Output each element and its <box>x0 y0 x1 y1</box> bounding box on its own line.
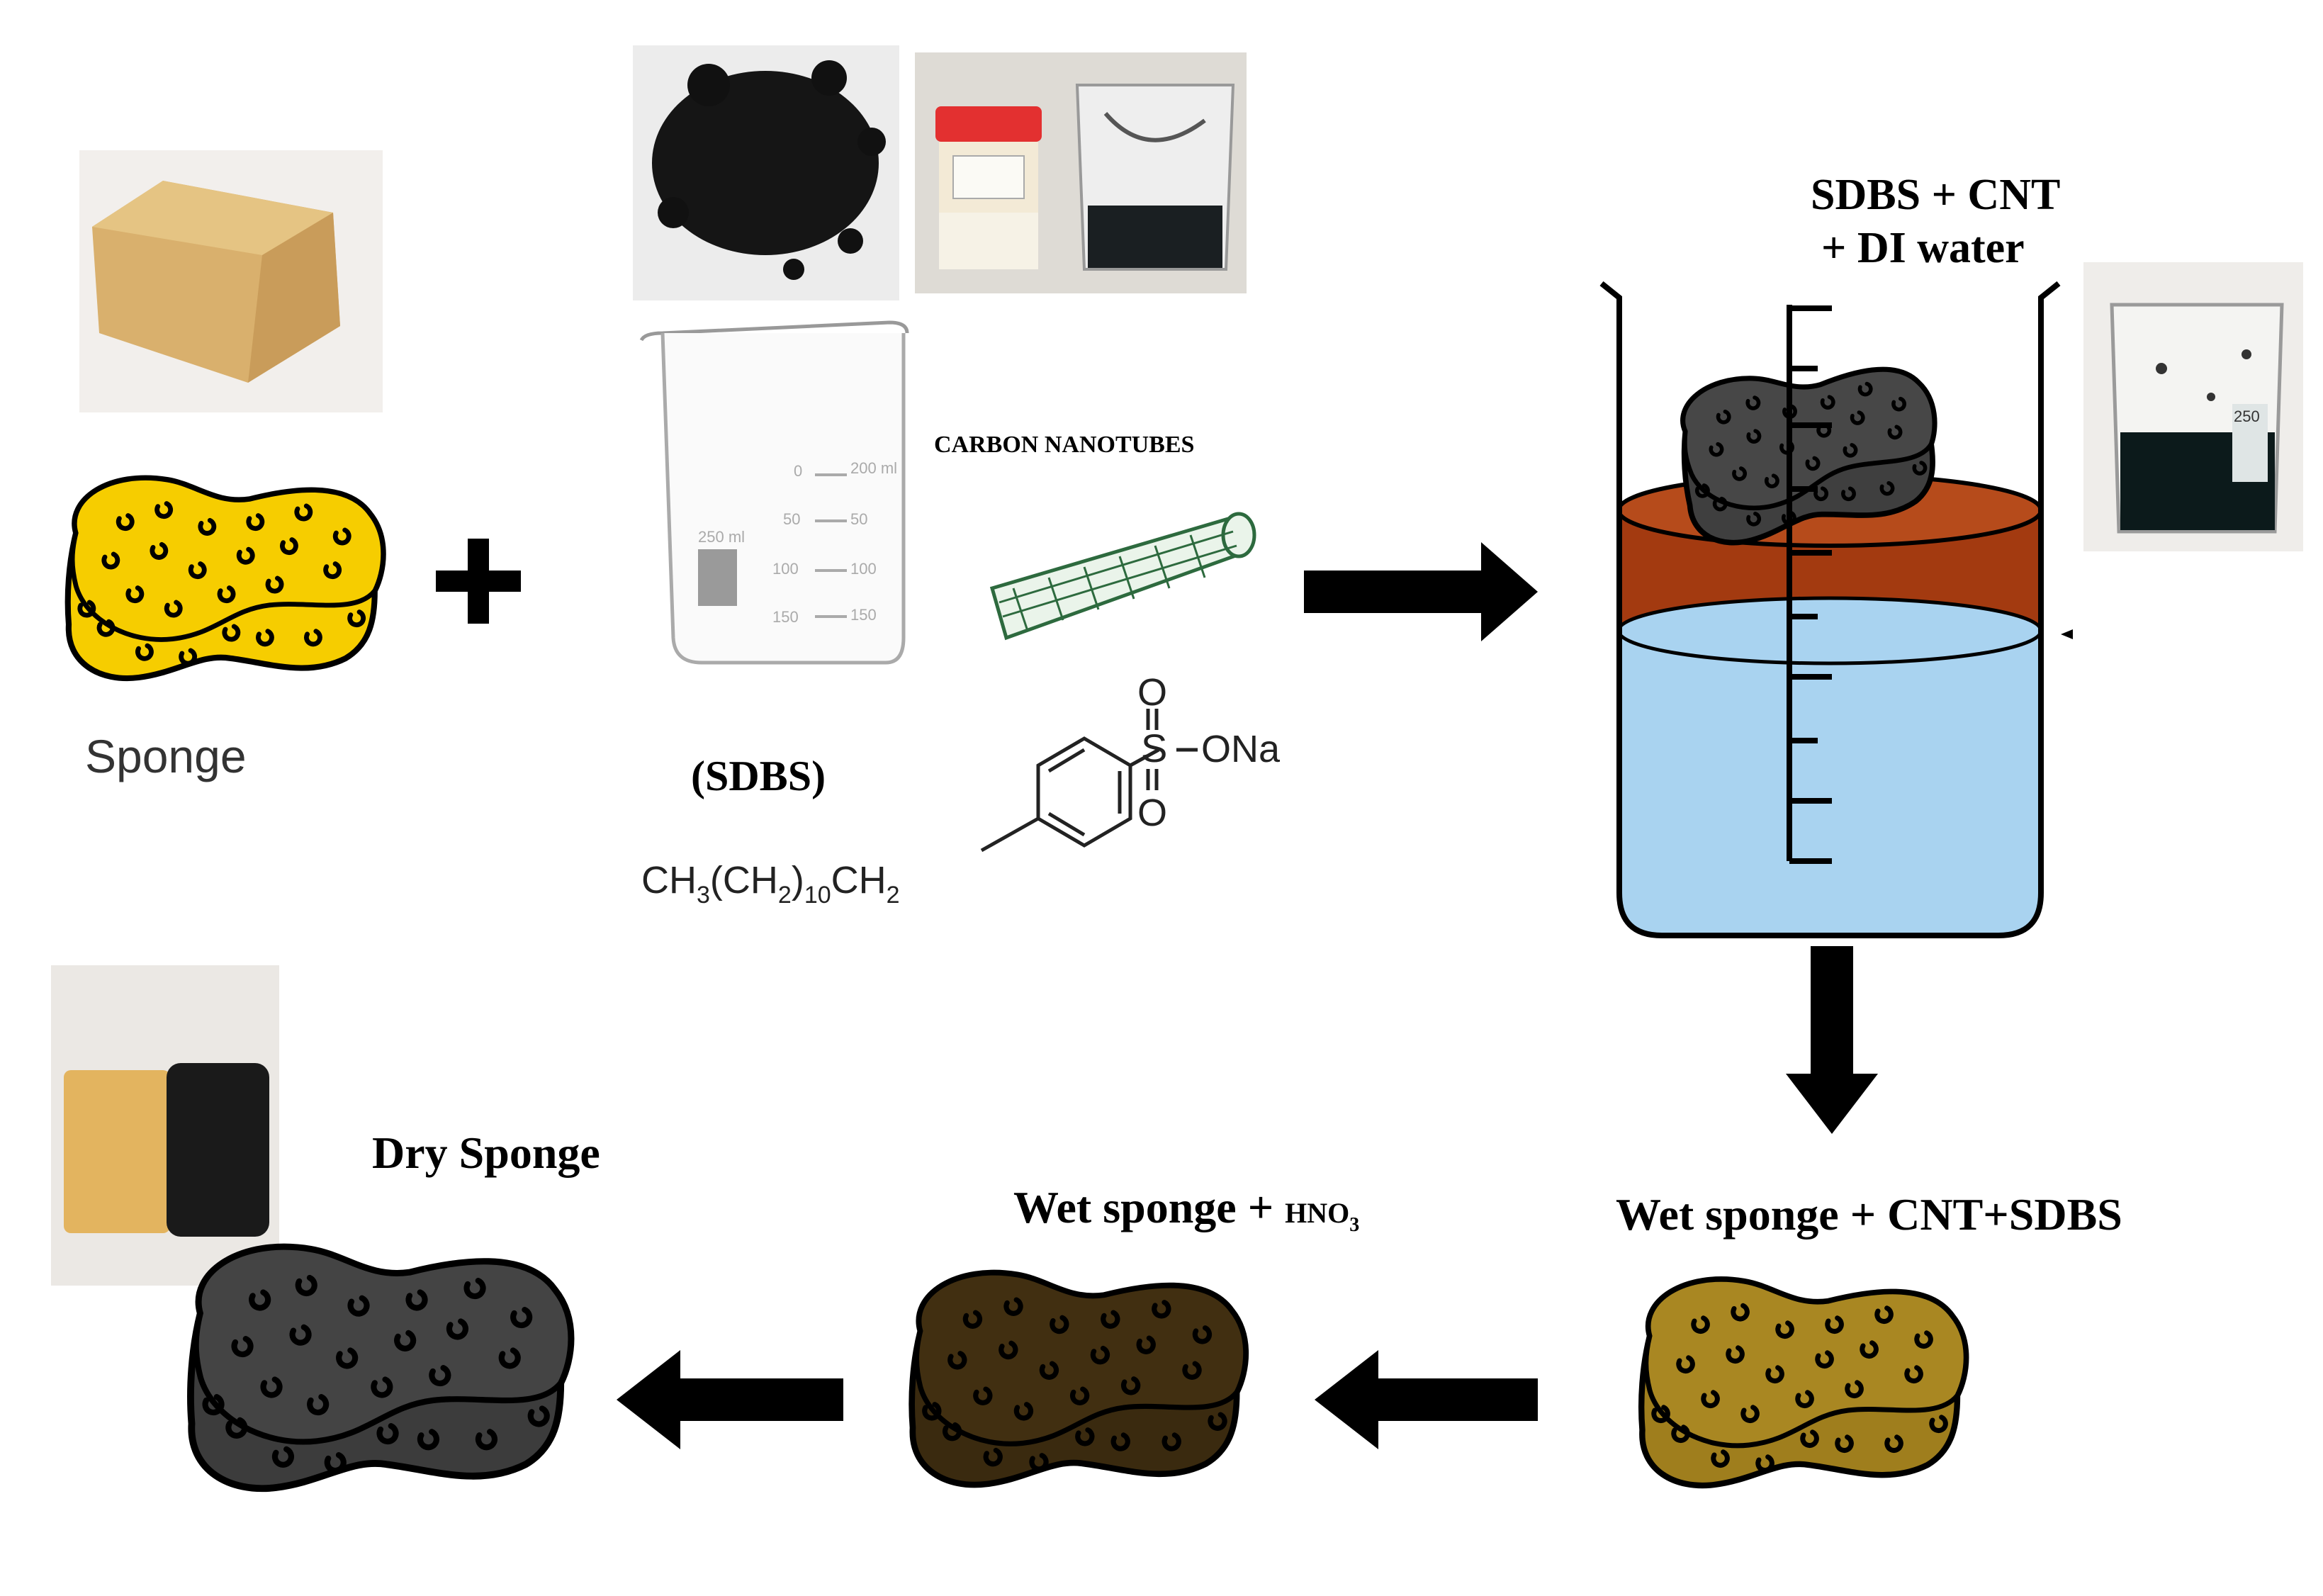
cnt-powder-photo <box>633 45 899 300</box>
beaker-left-mark-0: 0 <box>794 462 802 480</box>
sdbs-oxygen-top: O <box>1137 671 1167 714</box>
wet-hno3-label: Wet sponge + HNO3 <box>1013 1182 1359 1236</box>
sdbs-oxygen-bottom: O <box>1137 792 1167 834</box>
plus-icon <box>436 539 521 624</box>
arrow-right <box>1304 542 1538 641</box>
wet-cnt-label: Wet sponge + CNT+SDBS <box>1616 1189 2122 1240</box>
dry-sponge-photo <box>51 965 279 1286</box>
sdbs-ona: ONa <box>1201 728 1281 770</box>
olive-sponge <box>1641 1279 1966 1485</box>
yellow-sponge <box>68 478 383 678</box>
beaker-left-mark-50: 50 <box>783 510 800 528</box>
dry-sponge-label: Dry Sponge <box>372 1128 600 1178</box>
beaker-mark-150: 150 <box>850 606 877 624</box>
sponge-label: Sponge <box>85 730 247 782</box>
arrow-left-2 <box>617 1350 843 1449</box>
sdbs-structure: S O O ONa CH3(CH2)10CH2 <box>641 671 1281 909</box>
carbon-nanotubes-label: CARBON NANOTUBES <box>934 432 1194 458</box>
empty-beaker: 200 ml 50 100 150 0 50 100 150 250 ml <box>639 320 909 665</box>
photo-beaker-capacity: 250 <box>2234 408 2260 425</box>
beaker-label-line1: SDBS + CNT <box>1811 171 2060 219</box>
beaker-mark-50: 50 <box>850 510 867 528</box>
sdbs-tail-formula: CH3(CH2)10CH2 <box>641 859 900 909</box>
sponge-photo <box>79 150 383 412</box>
beaker-mark-200: 200 ml <box>850 459 897 477</box>
beaker-label-line2: + DI water <box>1821 224 2025 272</box>
arrow-left-1 <box>1315 1350 1538 1449</box>
beaker-capacity: 250 ml <box>698 528 745 546</box>
nanotube-icon <box>989 512 1256 641</box>
beaker-left-mark-100: 100 <box>772 560 799 578</box>
sdbs-label: (SDBS) <box>691 753 826 799</box>
beaker-left-mark-150: 150 <box>772 608 799 626</box>
process-beaker: SDBS + CNT + DI water <box>1599 171 2073 938</box>
arrow-down <box>1786 946 1878 1134</box>
dark-sponge <box>191 1247 571 1489</box>
cnt-solution-photo: 250 <box>2083 262 2303 551</box>
brown-sponge <box>912 1273 1246 1485</box>
sdbs-sulfur: S <box>1141 726 1167 770</box>
jar-beaker-photo <box>915 52 1247 293</box>
beaker-mark-100: 100 <box>850 560 877 578</box>
